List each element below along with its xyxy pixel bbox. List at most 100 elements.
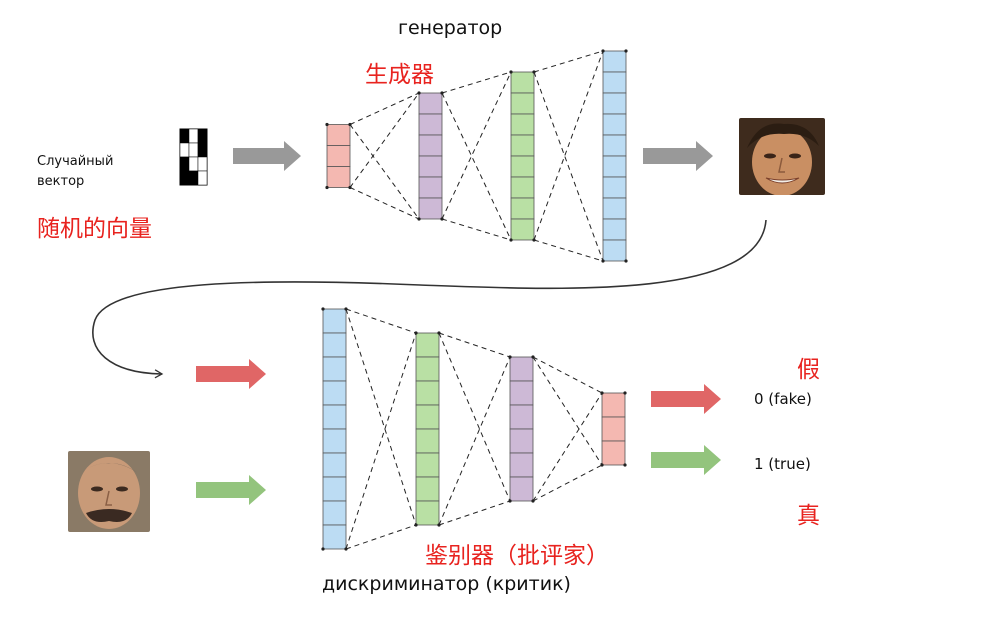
connection-node — [348, 185, 352, 190]
neuron-cell — [415, 476, 440, 502]
connection-node — [531, 355, 535, 359]
neuron-cell — [415, 332, 440, 358]
connection-node — [508, 355, 512, 359]
noise-cell — [179, 142, 190, 158]
real-input-arrow — [196, 475, 266, 505]
connection-node — [414, 331, 418, 335]
discriminator-network — [321, 307, 627, 551]
connection-node — [417, 217, 421, 221]
random-vector-label: Случайный вектор — [37, 154, 114, 189]
true-output-label: 1 (true) — [754, 455, 811, 473]
generator-title: генератор — [398, 17, 503, 39]
neuron-cell — [322, 500, 347, 526]
connection-node — [437, 523, 441, 527]
discriminator-connection-line — [438, 332, 511, 502]
random-vector-grid — [179, 128, 208, 186]
discriminator-connection-line — [532, 356, 603, 466]
fake-sample-curve-arrow — [92, 219, 767, 379]
discriminator-connection-line — [532, 392, 603, 502]
neuron-cell — [602, 218, 627, 241]
connection-node — [601, 49, 605, 53]
connection-node — [321, 547, 325, 551]
discriminator-layer-1 — [321, 307, 348, 551]
neuron-cell — [601, 440, 626, 466]
neuron-cell — [322, 524, 347, 550]
neuron-cell — [322, 404, 347, 430]
connection-node — [414, 523, 418, 527]
neuron-cell — [602, 197, 627, 220]
discriminator-connection-line — [532, 464, 603, 502]
true-label-zh: 真 — [797, 503, 820, 529]
neuron-cell — [509, 404, 534, 430]
fake-label-zh: 假 — [797, 357, 820, 383]
connection-node — [417, 91, 421, 95]
neuron-cell — [510, 92, 535, 115]
generator-title-zh: 生成器 — [365, 62, 434, 88]
fake-output-arrow — [651, 384, 721, 414]
neuron-cell — [326, 166, 351, 188]
generator-connection-line — [441, 71, 512, 220]
neuron-cell — [322, 476, 347, 502]
neuron-cell — [510, 71, 535, 94]
noise-cell — [188, 156, 199, 172]
discriminator-connection-line — [438, 332, 511, 358]
neuron-cell — [322, 308, 347, 334]
noise-cell — [197, 128, 208, 144]
connection-node — [344, 547, 348, 551]
generated-face-image — [739, 118, 825, 195]
generator-layer-2 — [417, 91, 444, 221]
discriminator-connection-line — [438, 500, 511, 526]
real-face-image — [68, 451, 150, 532]
connection-node — [623, 391, 627, 395]
connection-node — [440, 217, 444, 221]
discriminator-connection-line — [345, 332, 417, 550]
neuron-cell — [415, 452, 440, 478]
generator-connection-line — [349, 187, 420, 220]
noise-cell — [188, 128, 199, 144]
flow-arrows — [196, 141, 721, 505]
neuron-cell — [602, 239, 627, 262]
neuron-cell — [415, 380, 440, 406]
neuron-cell — [322, 380, 347, 406]
connection-node — [325, 122, 329, 127]
neuron-cell — [510, 176, 535, 199]
discriminator-connection-line — [345, 524, 417, 550]
neuron-cell — [418, 92, 443, 115]
neuron-cell — [602, 155, 627, 178]
noise-cell — [197, 170, 208, 186]
neuron-cell — [322, 332, 347, 358]
discriminator-title: дискриминатор (критик) — [322, 573, 571, 595]
generator-connection-line — [533, 50, 604, 241]
neuron-cell — [418, 113, 443, 136]
generator-connection-line — [349, 92, 420, 125]
neuron-cell — [602, 50, 627, 73]
connection-node — [624, 259, 628, 263]
connection-node — [601, 259, 605, 263]
noise-to-generator-arrow — [233, 141, 301, 171]
connection-node — [531, 499, 535, 503]
generator-layer-3 — [509, 70, 536, 242]
neuron-cell — [509, 476, 534, 502]
fake-input-arrow — [196, 359, 266, 389]
neuron-cell — [510, 155, 535, 178]
neuron-cell — [418, 176, 443, 199]
neuron-cell — [602, 71, 627, 94]
fake-output-label: 0 (fake) — [754, 390, 812, 408]
discriminator-connection-line — [532, 356, 603, 394]
neuron-cell — [601, 392, 626, 418]
neuron-cell — [510, 113, 535, 136]
noise-cell — [179, 156, 190, 172]
discriminator-title-zh: 鉴别器（批评家） — [425, 543, 609, 569]
discriminator-connection-line — [438, 356, 511, 526]
connection-node — [600, 391, 604, 395]
neuron-cell — [326, 124, 351, 146]
connection-node — [532, 238, 536, 242]
generator-to-output-arrow — [643, 141, 713, 171]
noise-cell — [188, 142, 199, 158]
generator-connection-line — [533, 50, 604, 73]
connection-node — [348, 122, 352, 127]
generator-network — [325, 49, 628, 263]
discriminator-layer-3 — [508, 355, 535, 503]
discriminator-connection-line — [345, 308, 417, 526]
discriminator-layer-2 — [414, 331, 441, 527]
